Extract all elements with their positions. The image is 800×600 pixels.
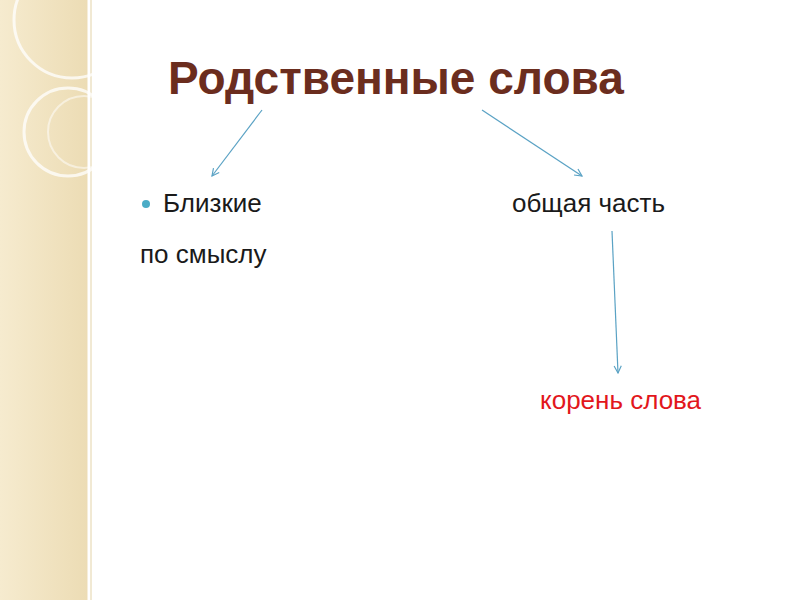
arrow-connector	[612, 231, 618, 373]
list-bullet	[142, 200, 150, 208]
node-text: Близкие по смыслу	[140, 178, 285, 280]
term-node: Близкие по смыслу	[140, 178, 285, 280]
ornament-circle	[24, 88, 112, 176]
result-node: корень слова	[540, 375, 701, 426]
node-text: Родственные слова	[168, 48, 624, 108]
ornament-circle	[48, 96, 120, 168]
arrow-connector	[482, 110, 582, 176]
node-text: общая часть	[512, 178, 665, 229]
arrow-connector	[212, 110, 262, 176]
ornament-circle	[14, 0, 130, 78]
node-text: корень слова	[540, 375, 701, 426]
term-node: общая часть	[512, 178, 665, 229]
title-node: Родственные слова	[168, 48, 624, 108]
band-edge	[91, 0, 92, 600]
band-edge	[88, 0, 90, 600]
